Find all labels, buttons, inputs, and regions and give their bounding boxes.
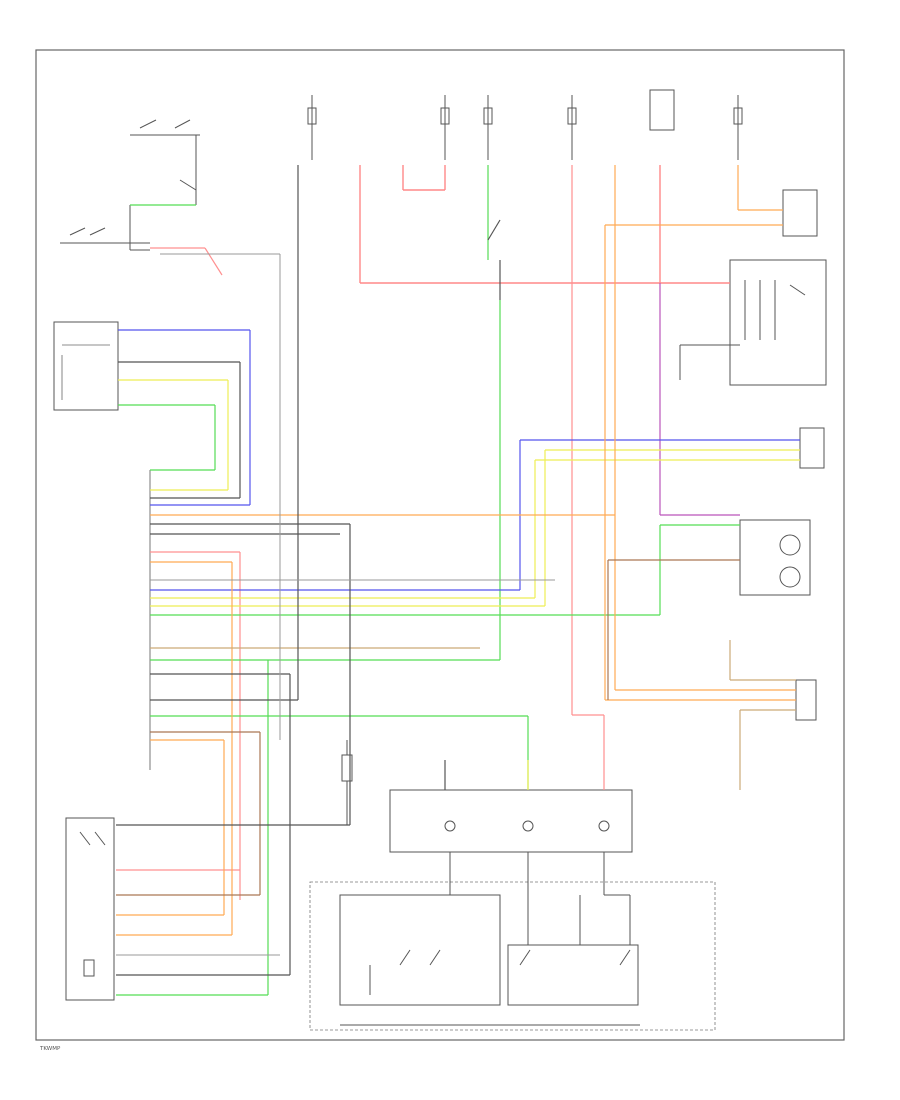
wire-pink xyxy=(116,165,605,900)
fuse-panel-top xyxy=(307,89,743,160)
connector-block-right xyxy=(782,189,818,237)
wire-brown xyxy=(116,559,740,896)
steering-switch-contacts xyxy=(340,852,640,1026)
resistor xyxy=(341,740,353,825)
wire-gray xyxy=(116,253,555,956)
actuator-motor xyxy=(739,519,811,596)
lower-switch-contacts xyxy=(79,831,106,977)
steering-wheel-area xyxy=(309,881,716,1031)
relay-box-right xyxy=(729,259,827,386)
wire-green xyxy=(116,165,740,996)
wire-black xyxy=(116,165,501,976)
wire-yellow xyxy=(118,379,800,790)
sensor-box-inner xyxy=(61,344,110,400)
sensor-box-left xyxy=(53,321,119,411)
wire-violet xyxy=(659,283,740,516)
wire-orange xyxy=(116,165,796,936)
cruise-module-terminals xyxy=(444,820,610,832)
wire-tan xyxy=(150,640,796,790)
lower-switch-box xyxy=(65,817,115,1001)
connector-right-lower xyxy=(795,679,817,721)
switch-group-left xyxy=(339,894,501,1006)
cruise-module xyxy=(389,789,633,853)
wire-blue xyxy=(118,329,800,591)
brake-switch xyxy=(130,119,200,205)
switch-group-right xyxy=(507,944,639,1006)
pressure-switch xyxy=(60,205,150,251)
relay-contacts xyxy=(679,280,806,380)
diagram-frame xyxy=(35,49,845,1041)
wire-red-horizontal xyxy=(359,165,730,284)
connector-block-right-2 xyxy=(799,427,825,469)
footer-code: TKWMP xyxy=(39,1046,61,1052)
